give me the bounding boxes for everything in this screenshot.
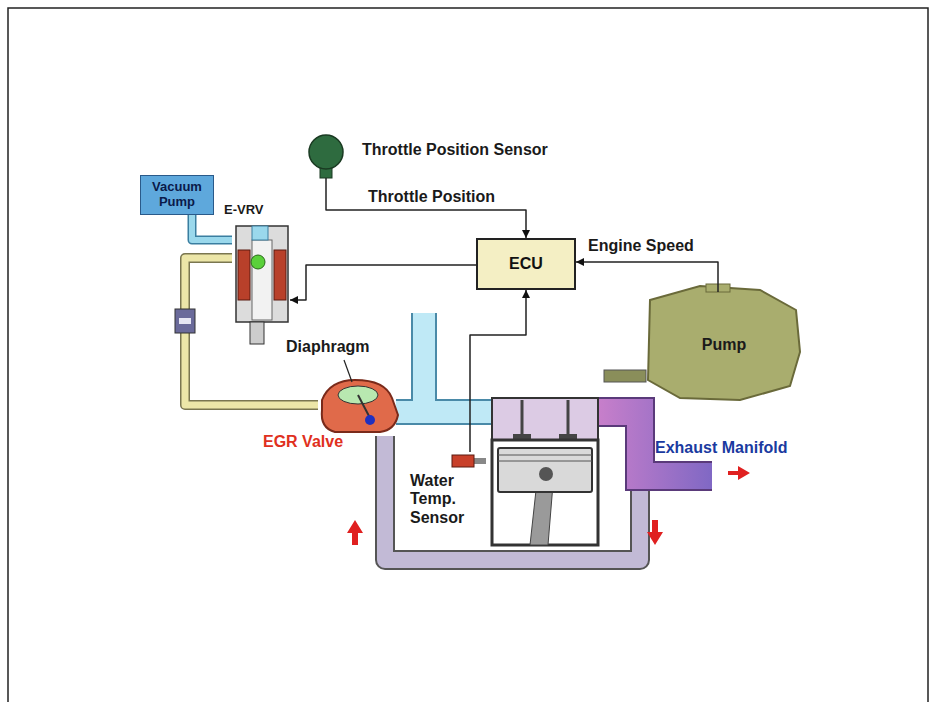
node-text: Throttle Position Sensor (362, 141, 548, 159)
pipe-outline (185, 258, 318, 405)
leader-line (344, 360, 352, 382)
signal-line (326, 178, 526, 238)
egr-valve-body (322, 380, 398, 432)
vacuum-pipe (192, 215, 232, 240)
cylinder-wall (492, 440, 598, 545)
cylinder-head (492, 398, 598, 440)
egr-pipe-outline (385, 436, 640, 560)
signal-line (576, 262, 718, 292)
valve-stem (358, 395, 370, 418)
part-label: Exhaust Manifold (655, 439, 787, 457)
throttle-position-sensor: Throttle Position Sensor (306, 136, 346, 178)
intake-valve (521, 400, 524, 436)
evrv-port (252, 226, 268, 240)
pump-shaft (604, 370, 646, 382)
signal-line (326, 178, 526, 238)
control-line (290, 265, 476, 300)
injection-pump: Pump (648, 292, 800, 398)
node-text: Water Temp. Sensor (410, 472, 478, 527)
evrv-core (252, 240, 272, 320)
evrv-ball (251, 255, 265, 269)
pipe-outline (192, 215, 232, 240)
node-text: ECU (509, 255, 543, 273)
signal-line (576, 262, 718, 292)
evrv-body (236, 226, 288, 322)
signal-line (470, 290, 526, 452)
exhaust-valve-head (559, 434, 577, 439)
ecu-box: ECU (476, 238, 576, 290)
part-label: Diaphragm (286, 338, 370, 356)
vacuum-pipe (192, 215, 232, 240)
node-text: Vacuum Pump (141, 180, 213, 210)
sensor-tip (474, 458, 486, 464)
page-frame (8, 8, 928, 702)
signal-label: Engine Speed (586, 237, 696, 255)
piston (498, 448, 592, 492)
node-text: Pump (702, 336, 746, 354)
signal-line (470, 290, 526, 452)
hose-coupler-band (179, 318, 191, 324)
node-text: EGR Valve (263, 433, 343, 451)
vacuum-hose (185, 258, 318, 405)
flow-arrow (728, 466, 750, 480)
evrv-valve: E-VRV (232, 225, 290, 330)
flow-arrow (647, 520, 663, 545)
piston-ring (498, 461, 592, 462)
vacuum-hose (185, 258, 318, 405)
evrv-coil (238, 250, 250, 300)
evrv-coil (274, 250, 286, 300)
control-line (290, 265, 476, 300)
signal-label: Throttle Position (366, 188, 497, 206)
water-temp-sensor: Water Temp. Sensor (452, 452, 474, 468)
exhaust-valve (567, 400, 570, 436)
water-temp-sensor-body (452, 455, 474, 467)
injection-pump-body (648, 286, 800, 400)
hose-coupler (175, 309, 195, 333)
evrv-stem (250, 322, 264, 344)
valve-poppet (365, 415, 375, 425)
throttle-sensor-symbol (309, 135, 343, 169)
node-text: E-VRV (224, 203, 264, 218)
intake-valve-head (513, 434, 531, 439)
vacuum-pump-box: Vacuum Pump (140, 175, 214, 215)
flow-arrow (347, 520, 363, 545)
piston-ring (498, 455, 592, 456)
egr-pipe (385, 436, 640, 560)
piston-pin (539, 467, 553, 481)
egr-valve: EGR Valve (318, 378, 398, 432)
